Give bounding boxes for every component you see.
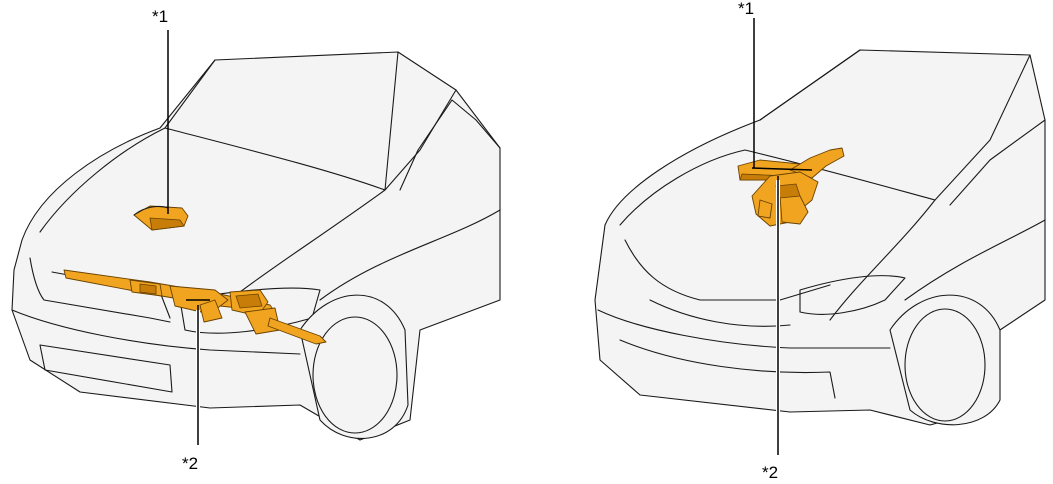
right-bumper [597,309,891,399]
left-hood-line [39,127,386,293]
left-callout-1: *1 [152,7,168,26]
right-car-illustration [594,49,1046,426]
left-car-body [11,51,501,441]
left-wheel-rim [312,316,398,434]
left-steering-rack-part [63,269,327,345]
left-fender-line [319,209,501,301]
right-hood-line [619,149,936,321]
right-headlight [799,275,906,315]
left-car-illustration [11,51,501,441]
right-windshield [759,49,1046,206]
right-grille [624,239,831,327]
left-windshield [399,99,501,191]
right-callout-1: *1 [738,0,754,18]
left-bumper [11,309,301,393]
right-callout-2: *2 [762,463,778,482]
right-fender-line [904,219,1046,301]
left-callout-2: *2 [182,454,198,473]
right-wheel-rim [904,308,986,422]
left-ecu-part [133,205,189,231]
left-cowl-line [164,51,457,191]
